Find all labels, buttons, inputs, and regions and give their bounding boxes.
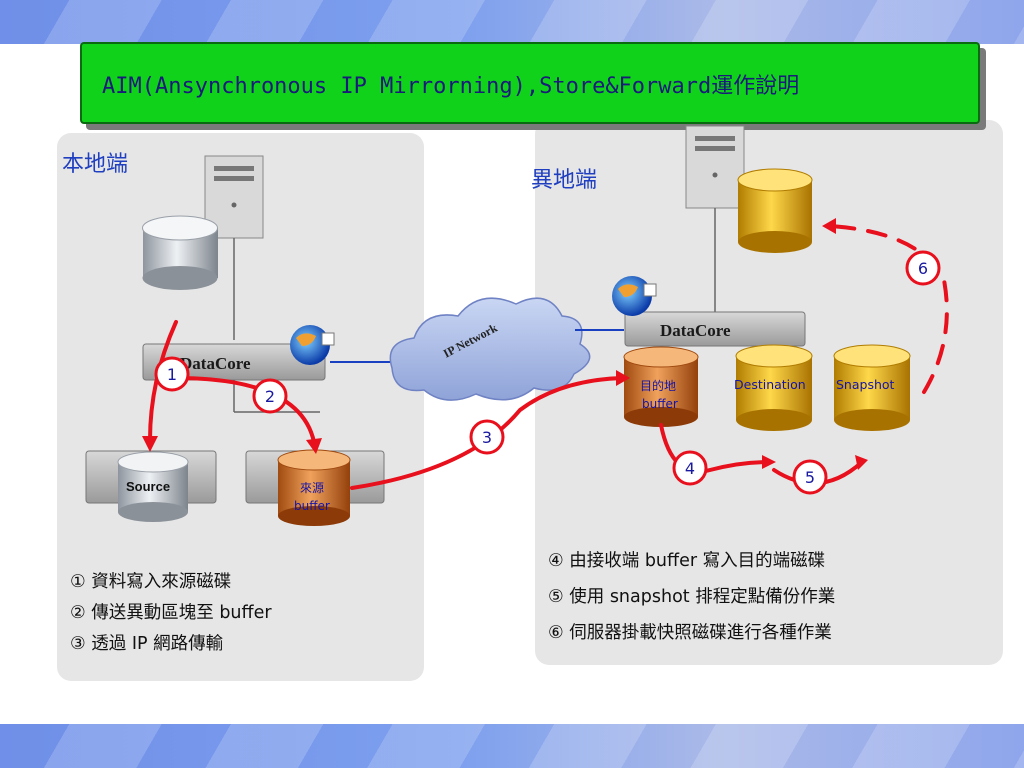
source-disk-label: Source bbox=[126, 479, 170, 494]
step-3-label: 3 bbox=[482, 428, 492, 447]
step-5-marker: 5 bbox=[792, 459, 828, 495]
destination-disk: Destination bbox=[734, 344, 813, 431]
step-6-label: 6 bbox=[918, 259, 928, 278]
remote-step-list: ④ 由接收端 buffer 寫入目的端磁碟 ⑤ 使用 snapshot 排程定點… bbox=[548, 543, 835, 651]
remote-buffer-label-1: 目的地 bbox=[640, 378, 676, 393]
remote-buffer-label-2: buffer bbox=[642, 397, 678, 411]
local-step-item: ③ 透過 IP 網路傳輸 bbox=[70, 634, 224, 654]
local-buffer-label-2: buffer bbox=[294, 499, 330, 513]
bottom-band bbox=[0, 724, 1024, 768]
arrow-step-6 bbox=[828, 224, 949, 394]
remote-site-label: 異地端 bbox=[531, 168, 598, 193]
local-step-item: ① 資料寫入來源磁碟 bbox=[70, 572, 232, 592]
step-2-label: 2 bbox=[265, 387, 275, 406]
step-markers: 1 2 3 4 5 6 bbox=[154, 250, 941, 495]
remote-step-item: ④ 由接收端 buffer 寫入目的端磁碟 bbox=[548, 551, 826, 571]
remote-server-icon bbox=[685, 125, 745, 209]
remote-globe-icon bbox=[612, 276, 657, 316]
step-2-marker: 2 bbox=[252, 378, 288, 414]
remote-vendor-label: DataCore bbox=[660, 321, 731, 340]
step-4-label: 4 bbox=[685, 459, 695, 478]
local-vendor-label: DataCore bbox=[180, 354, 251, 373]
remote-datacore-appliance: DataCore bbox=[624, 311, 806, 347]
step-4-marker: 4 bbox=[672, 450, 708, 486]
ip-network-cloud: IP Network bbox=[389, 297, 591, 401]
local-buffer-label-1: 來源 bbox=[300, 481, 324, 495]
arrow-heads bbox=[142, 218, 868, 470]
arrow-step-2 bbox=[174, 376, 316, 444]
local-host-disk-icon bbox=[142, 215, 218, 290]
step-1-label: 1 bbox=[167, 365, 177, 384]
remote-step-item: ⑥ 伺服器掛載快照磁碟進行各種作業 bbox=[548, 623, 832, 643]
arrow-step-3 bbox=[350, 376, 624, 490]
remote-step-item: ⑤ 使用 snapshot 排程定點備份作業 bbox=[548, 587, 836, 607]
mounted-snapshot-disk bbox=[737, 168, 813, 253]
step-3-marker: 3 bbox=[469, 419, 505, 455]
step-6-marker: 6 bbox=[905, 250, 941, 286]
top-band bbox=[0, 0, 1024, 44]
title-banner: AIM(Ansynchronous IP Mirrorning),Store&F… bbox=[80, 42, 980, 124]
local-step-item: ② 傳送異動區塊至 buffer bbox=[70, 603, 272, 623]
local-globe-icon bbox=[290, 325, 335, 365]
local-site-label: 本地端 bbox=[62, 152, 129, 177]
snapshot-disk: Snapshot bbox=[833, 344, 911, 431]
local-buffer-rack: 來源 buffer bbox=[245, 449, 385, 526]
destination-disk-label: Destination bbox=[734, 377, 806, 392]
snapshot-disk-label: Snapshot bbox=[836, 377, 895, 392]
step-1-marker: 1 bbox=[154, 356, 190, 392]
source-disk-rack: Source bbox=[85, 450, 217, 522]
local-step-list: ① 資料寫入來源磁碟 ② 傳送異動區塊至 buffer ③ 透過 IP 網路傳輸 bbox=[70, 567, 272, 660]
remote-buffer-disk: 目的地 buffer bbox=[623, 346, 699, 427]
slide-title: AIM(Ansynchronous IP Mirrorning),Store&F… bbox=[102, 74, 800, 99]
arrow-step-4 bbox=[659, 423, 770, 474]
step-5-label: 5 bbox=[805, 468, 815, 487]
